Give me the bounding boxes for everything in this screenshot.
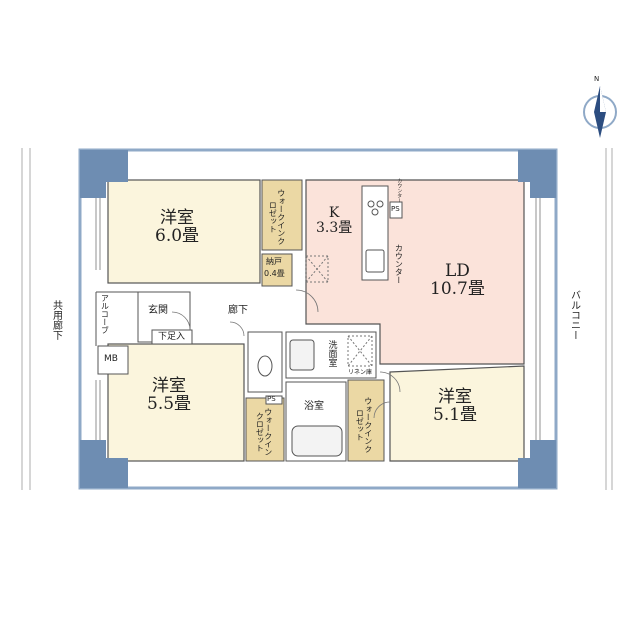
storage-size: 0.4畳 — [264, 269, 285, 278]
room-western-top: 洋室 6.0畳 — [155, 208, 200, 246]
room-western-left: 洋室 5.5畳 — [147, 376, 192, 414]
toilet-bowl — [257, 355, 273, 377]
wic-bottom-mid-area — [347, 379, 385, 462]
bathtub — [291, 425, 343, 457]
door-swings — [171, 289, 401, 419]
mb-area — [97, 345, 129, 375]
shoe-box-label: 下足入 — [158, 332, 186, 342]
storage-name: 納戸 — [266, 257, 282, 266]
stove-icon — [367, 200, 375, 208]
washer-space — [347, 335, 373, 367]
entrance-label: 玄関 — [148, 305, 168, 316]
room-western-left-name: 洋室 — [152, 376, 187, 396]
room-kitchen: K 3.3畳 — [316, 206, 352, 235]
mb-label: MB — [104, 354, 118, 364]
room-ld: LD 10.7畳 — [430, 261, 485, 299]
room-ld-size: 10.7畳 — [430, 278, 485, 299]
wic-bottom-mid-label: ウォークインクロゼット — [355, 397, 373, 453]
linen-label: リネン庫 — [348, 369, 373, 376]
room-western-top-name: 洋室 — [160, 208, 195, 228]
compass-rose-icon — [583, 86, 617, 138]
room-western-top-size: 6.0畳 — [155, 225, 200, 246]
balcony-label: バルコニー — [568, 290, 580, 340]
hallway-label: 廊下 — [228, 305, 248, 316]
counter-side-label: カウンター — [394, 244, 404, 284]
room-western-top-area — [107, 179, 261, 284]
corridor-label: 共用廊下 — [50, 300, 62, 340]
wic-bottom-left-area — [245, 397, 285, 462]
columns — [80, 150, 556, 488]
room-kitchen-name: K — [328, 205, 340, 221]
counter-top-label: カウンター — [396, 178, 403, 203]
room-western-left-size: 5.5畳 — [147, 393, 192, 414]
stove-icon-2 — [376, 200, 384, 208]
wic-top-area — [261, 179, 303, 251]
washroom-label: 洗面室 — [326, 340, 337, 367]
wic-top-label: ウォークインクロゼット — [268, 189, 286, 245]
windows — [95, 190, 541, 450]
ps-top-label: PS — [391, 205, 400, 213]
room-western-right-name: 洋室 — [438, 387, 473, 407]
ps-bottom-box — [265, 395, 283, 405]
alcove-label: アルコーブ — [100, 294, 110, 334]
stove-icon-3 — [371, 208, 379, 216]
room-ld-name: LD — [444, 261, 470, 281]
bathroom-label: 浴室 — [304, 401, 324, 412]
compass-letter: N — [594, 75, 600, 83]
wash-basin — [289, 339, 315, 371]
room-western-right-size: 5.1畳 — [433, 404, 478, 425]
room-western-right: 洋室 5.1畳 — [433, 387, 478, 425]
outside-lines — [21, 148, 613, 490]
shoe-box-area — [151, 329, 193, 345]
ps-bottom-label: PS — [267, 395, 276, 403]
room-kitchen-size: 3.3畳 — [316, 219, 353, 236]
ps-top-box — [389, 201, 403, 219]
kitchen-sink — [365, 249, 385, 273]
wic-bottom-left-label: ウォークインクロゼット — [255, 408, 273, 456]
storage-area — [261, 253, 293, 287]
